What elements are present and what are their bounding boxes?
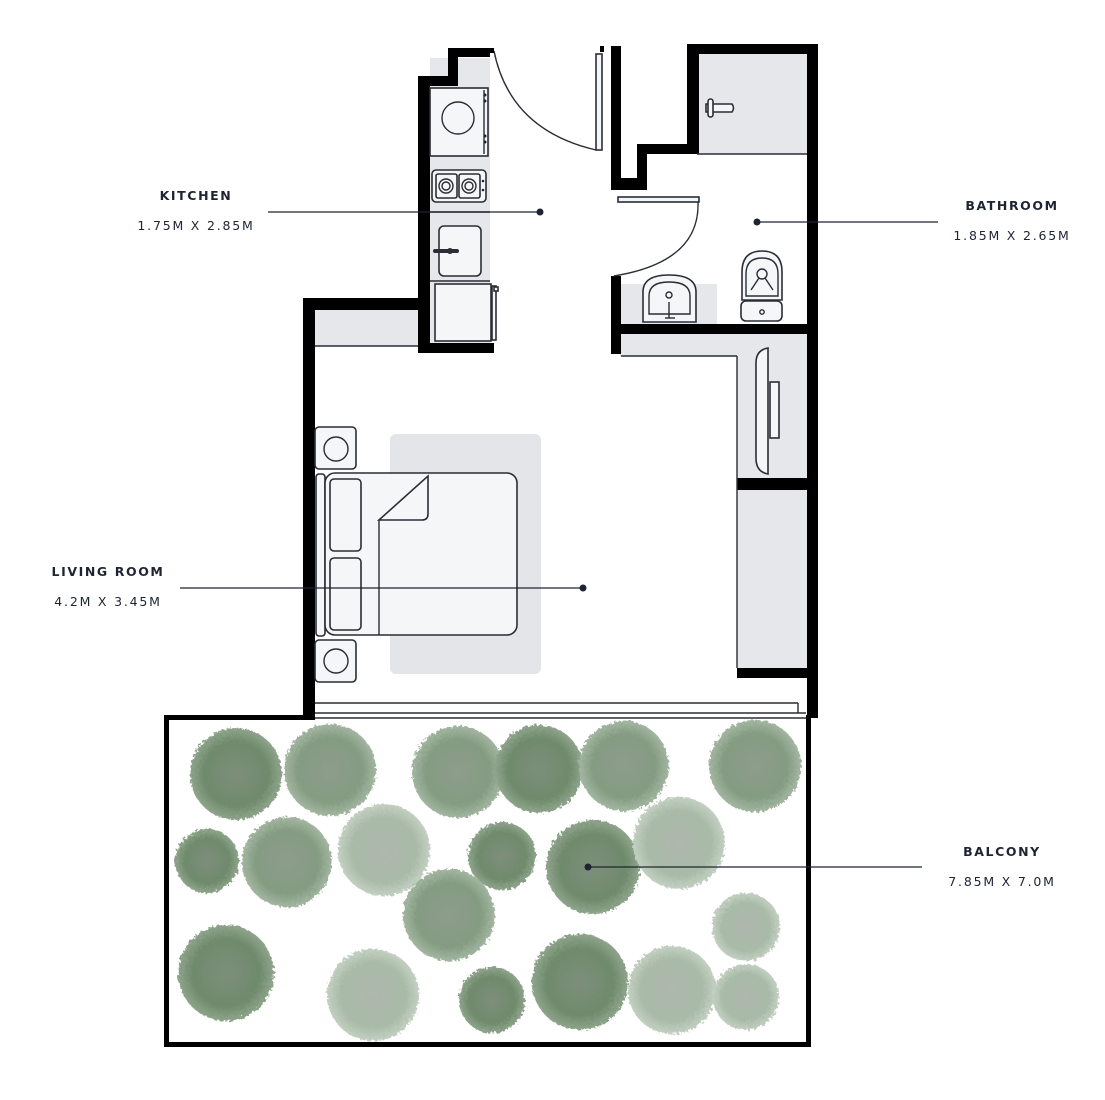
built-in-outlines xyxy=(315,153,807,668)
washbasin-icon xyxy=(642,274,697,323)
room-name: BALCONY xyxy=(963,844,1041,859)
living-room-leader xyxy=(180,584,587,592)
washing-machine xyxy=(429,87,489,157)
kitchen-sink-icon xyxy=(433,225,482,277)
refrigerator-icon xyxy=(434,283,499,342)
room-name: LIVING ROOM xyxy=(51,564,165,579)
balcony-leader xyxy=(584,863,922,871)
nightstand-bottom xyxy=(314,639,357,683)
balcony-label: BALCONY 7.85M X 7.0M xyxy=(932,844,1072,890)
room-name: BATHROOM xyxy=(965,198,1059,213)
toilet-icon xyxy=(740,250,783,322)
living-room-label: LIVING ROOM 4.2M X 3.45M xyxy=(38,564,178,610)
kitchen-label: KITCHEN 1.75M X 2.85M xyxy=(126,188,266,234)
room-name: KITCHEN xyxy=(159,188,233,203)
walls xyxy=(164,44,818,1047)
storage-cabinet[interactable] xyxy=(737,490,807,668)
entry-door[interactable] xyxy=(490,46,604,151)
sliding-glass-door[interactable] xyxy=(315,702,806,719)
bathroom-label: BATHROOM 1.85M X 2.65M xyxy=(942,198,1082,244)
room-dimensions: 4.2M X 3.45M xyxy=(54,594,162,609)
shower-icon xyxy=(705,98,735,118)
balcony-planters xyxy=(175,720,801,1041)
bathroom-leader xyxy=(753,218,938,226)
tv-unit-icon xyxy=(755,347,780,475)
bathroom-door[interactable] xyxy=(613,196,700,277)
cooktop-icon xyxy=(431,169,487,203)
room-dimensions: 1.85M X 2.65M xyxy=(953,228,1071,243)
nightstand-top xyxy=(314,426,357,470)
kitchen-leader xyxy=(268,208,544,216)
room-dimensions: 1.75M X 2.85M xyxy=(137,218,255,233)
room-dimensions: 7.85M X 7.0M xyxy=(948,874,1056,889)
double-bed[interactable] xyxy=(315,472,518,637)
